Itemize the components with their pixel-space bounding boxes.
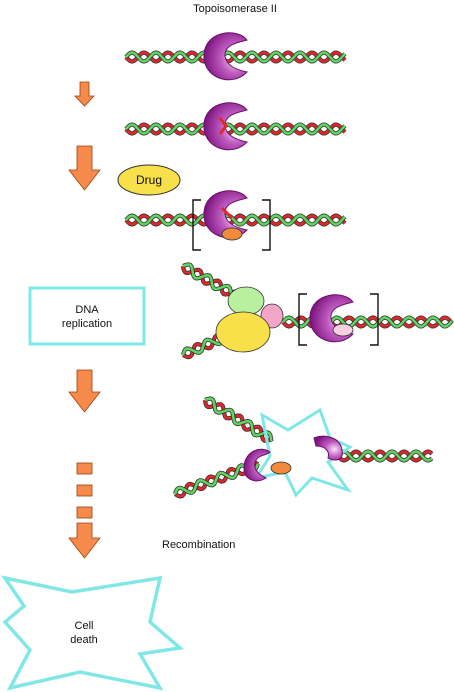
replication-fork-proteins: [215, 286, 284, 353]
drug-label: Drug: [136, 173, 162, 187]
protein-yellow: [215, 311, 271, 353]
cell-death-label-line1: Cell: [75, 620, 94, 632]
topoisomerase-broken-right: [313, 435, 343, 461]
dna-helix-row3: [124, 213, 347, 227]
dna-replication-label-line2: replication: [62, 318, 112, 330]
dna-helix-row4-upper: [180, 262, 243, 302]
down-arrow-icon-1: [74, 81, 95, 107]
topoisomerase-enzyme-3: [203, 190, 248, 241]
drug-bound-dot-2: [332, 323, 354, 337]
protein-green: [227, 286, 265, 316]
dna-replication-label-line1: DNA: [75, 304, 99, 316]
down-arrow-icon-2: [68, 145, 101, 191]
down-arrow-icon-dashed: [68, 462, 101, 559]
bracket-icon-1: [192, 199, 271, 251]
topoisomerase-enzyme-4: [309, 294, 354, 343]
cell-death-label-line2: death: [70, 634, 98, 646]
dna-helix-row5-right: [336, 449, 434, 463]
bracket-icon-2: [298, 293, 379, 346]
dna-helix-row1: [124, 50, 347, 64]
title-label: Topoisomerase II: [193, 3, 277, 15]
cell-death-burst-icon: Cell death: [1, 575, 185, 691]
dna-replication-box: DNA replication: [28, 286, 146, 346]
dna-helix-row2: [124, 122, 347, 136]
recombination-label: Recombination: [162, 539, 235, 551]
dna-helix-row5-upper: [202, 396, 274, 443]
topoisomerase-enzyme-2: [203, 102, 248, 151]
drug-bound-dot: [221, 227, 243, 241]
drug-ellipse: Drug: [117, 164, 181, 196]
topoisomerase-broken-left: [243, 448, 292, 482]
dna-helix-row4-lower: [180, 333, 225, 360]
topoisomerase-enzyme-1: [203, 32, 248, 81]
down-arrow-icon-3: [68, 369, 101, 413]
dna-helix-row4-main: [281, 315, 454, 329]
drug-bound-dot-3: [270, 461, 292, 475]
